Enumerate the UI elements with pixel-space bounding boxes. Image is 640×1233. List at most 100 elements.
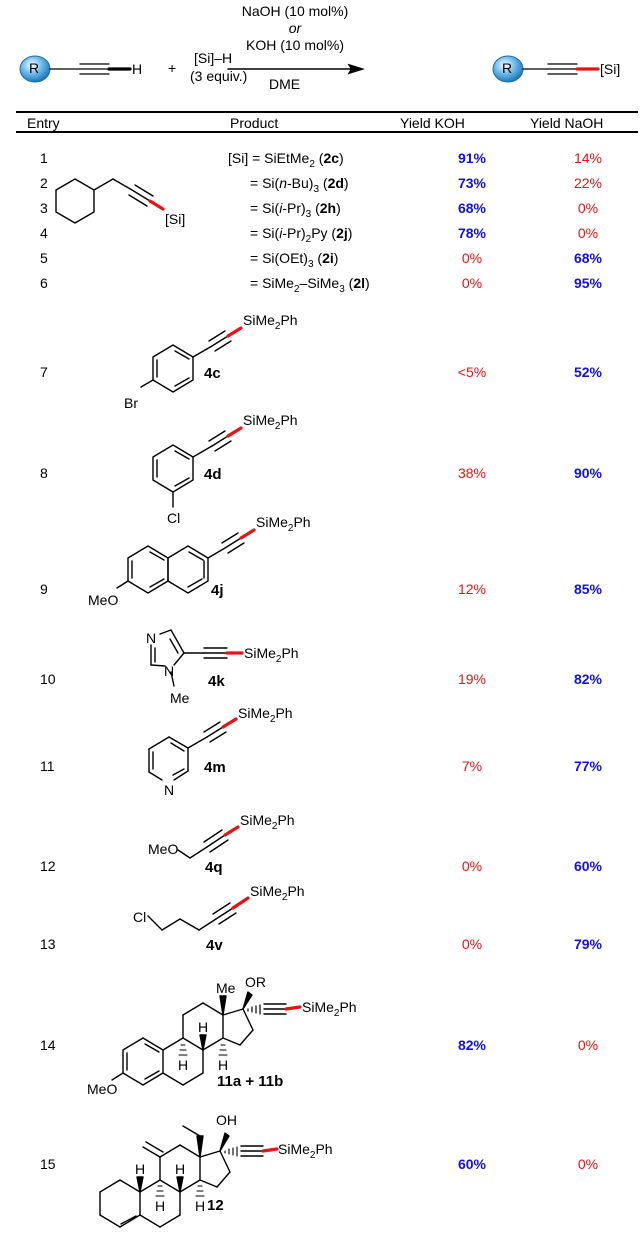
si-group-label: SiMe2Ph <box>302 999 357 1019</box>
structure-4d <box>152 426 243 508</box>
table-header-rule <box>16 131 638 133</box>
ring-n-label: N <box>146 630 156 646</box>
si-group-label: SiMe2Ph <box>240 812 295 832</box>
si-group-label: SiMe2Ph <box>250 883 305 903</box>
cyclohexylpropyne-structure <box>55 178 165 224</box>
entry-number: 2 <box>40 175 48 191</box>
compound-4c: 4c <box>204 365 221 382</box>
structure-4q <box>177 825 240 859</box>
h-label: H <box>198 1019 208 1035</box>
table-top-rule <box>16 111 638 113</box>
scheme-graphics <box>19 55 600 83</box>
structure-4m <box>148 717 238 781</box>
entry-number: 7 <box>40 364 48 380</box>
entry-number: 3 <box>40 200 48 216</box>
si-group-label: SiMe2Ph <box>238 705 293 725</box>
silane-equiv: (3 equiv.) <box>190 68 248 84</box>
yield-naoh: 22% <box>573 175 603 191</box>
h-label: H <box>195 1198 205 1214</box>
condition-or: or <box>288 20 302 36</box>
or-label: OR <box>245 974 266 990</box>
entry-number: 13 <box>40 936 56 952</box>
condition-naoh: NaOH (10 mol%) <box>241 3 349 19</box>
yield-koh: 68% <box>457 200 487 216</box>
h-label: H <box>155 1198 165 1214</box>
yield-koh: 19% <box>457 671 487 687</box>
methoxy-label: MeO <box>88 592 118 608</box>
compound-4j: 4j <box>211 582 224 599</box>
h-label: H <box>135 1161 145 1177</box>
oh-label: OH <box>216 1112 237 1128</box>
conditions: NaOH (10 mol%) or KOH (10 mol%) <box>230 3 360 53</box>
chloro-label: Cl <box>167 510 180 526</box>
methoxy-label: MeO <box>148 841 178 857</box>
yield-naoh: 82% <box>573 671 603 687</box>
yield-koh: 38% <box>457 465 487 481</box>
structure-11 <box>111 991 302 1086</box>
product-label: = Si(OEt)3 (2i) <box>250 250 339 270</box>
entry-number: 9 <box>40 581 48 597</box>
yield-koh: 91% <box>457 150 487 166</box>
entry-number: 8 <box>40 465 48 481</box>
structure-4j <box>116 528 256 594</box>
yield-koh: 12% <box>457 581 487 597</box>
si-group-label: SiMe2Ph <box>243 312 298 332</box>
yield-naoh: 77% <box>573 758 603 774</box>
silane-reagent: [Si]–H <box>194 50 233 66</box>
yield-naoh: 14% <box>573 150 603 166</box>
yield-naoh: 60% <box>573 858 603 874</box>
product-label: = Si(n-Bu)3 (2d) <box>250 175 349 195</box>
structure-12 <box>99 1125 279 1228</box>
plus-sign: + <box>168 60 177 76</box>
yield-naoh: 95% <box>573 275 603 291</box>
r-label: R <box>29 60 40 76</box>
yield-koh: 78% <box>457 225 487 241</box>
condition-koh: KOH (10 mol%) <box>245 37 345 53</box>
compound-4k: 4k <box>208 673 225 690</box>
entry-number: 1 <box>40 150 48 166</box>
si-group-label: SiMe2Ph <box>278 1141 333 1161</box>
entry-number: 15 <box>40 1156 56 1172</box>
yield-koh: 0% <box>461 858 483 874</box>
compound-4q: 4q <box>205 859 223 876</box>
header-entry: Entry <box>27 115 60 131</box>
yield-naoh: 90% <box>573 465 603 481</box>
compound-12: 12 <box>207 1197 224 1214</box>
bromo-label: Br <box>124 395 138 411</box>
si-group-label: SiMe2Ph <box>244 645 299 665</box>
entry-number: 10 <box>40 671 56 687</box>
r-label-product: R <box>502 60 513 76</box>
entry-number: 5 <box>40 250 48 266</box>
yield-koh: <5% <box>457 364 487 380</box>
yield-naoh: 68% <box>573 250 603 266</box>
header-yield-naoh: Yield NaOH <box>530 115 604 131</box>
yield-koh: 0% <box>461 250 483 266</box>
h-label: H <box>178 1057 188 1073</box>
yield-naoh: 79% <box>573 936 603 952</box>
si-group-label: SiMe2Ph <box>256 514 311 534</box>
product-label: = Si(i-Pr)2Py (2j) <box>250 225 353 245</box>
product-label: [Si] = SiEtMe2 (2c) <box>228 150 344 170</box>
yield-naoh: 0% <box>577 225 599 241</box>
yield-koh: 0% <box>461 275 483 291</box>
h-label: H <box>218 1057 228 1073</box>
product-label: = Si(i-Pr)3 (2h) <box>250 200 341 220</box>
structure-4v <box>147 896 250 931</box>
ring-n-methyl-label: N <box>164 663 174 679</box>
terminal-h: H <box>132 61 143 77</box>
compound-11a-11b: 11a + 11b <box>217 1073 283 1090</box>
methyl-label: Me <box>216 980 236 996</box>
pyridine-n-label: N <box>164 782 174 798</box>
entry-number: 6 <box>40 275 48 291</box>
header-yield-koh: Yield KOH <box>400 115 465 131</box>
yield-naoh: 85% <box>573 581 603 597</box>
product-label: = SiMe2–SiMe3 (2l) <box>250 275 370 295</box>
entry-number: 12 <box>40 858 56 874</box>
solvent-label: DME <box>269 76 301 92</box>
yield-naoh: 0% <box>577 200 599 216</box>
compound-4v: 4v <box>206 937 223 954</box>
methoxy-label: MeO <box>87 1081 117 1097</box>
header-product: Product <box>230 115 279 131</box>
yield-naoh: 0% <box>577 1037 599 1053</box>
